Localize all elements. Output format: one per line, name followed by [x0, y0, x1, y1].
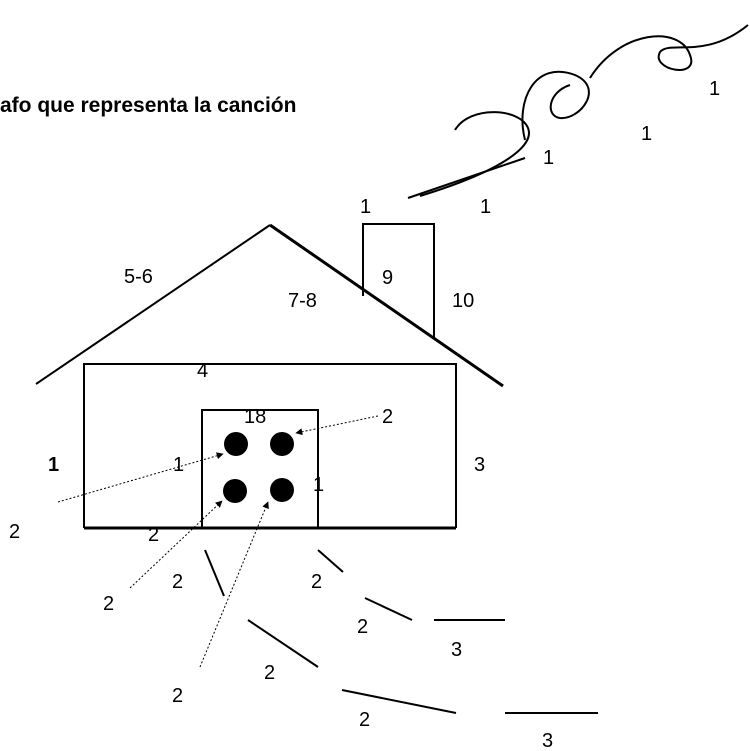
page-heading: afo que representa la canción — [0, 94, 297, 117]
label-smoke: 1 — [360, 196, 371, 218]
roof-left-line — [35, 224, 271, 385]
window-dot-bottom-right — [270, 478, 294, 502]
label-chimney-side: 10 — [452, 290, 474, 312]
label-right-wall: 3 — [474, 454, 485, 476]
label-ground: 2 — [148, 524, 159, 546]
path-segment — [341, 689, 457, 714]
window-dot-top-right — [270, 432, 294, 456]
label-chimney-inside: 9 — [382, 267, 393, 289]
label-smoke: 1 — [641, 123, 652, 145]
label-path: 2 — [264, 662, 275, 684]
label-path: 2 — [103, 593, 114, 615]
smoke-line — [407, 157, 526, 199]
smoke-loop — [521, 70, 590, 141]
label-window-left: 1 — [173, 454, 184, 476]
smoke-tail — [589, 24, 749, 79]
smoke-swirl — [419, 111, 530, 197]
label-wall-top: 4 — [197, 360, 208, 382]
label-path: 2 — [359, 709, 370, 731]
label-path: 2 — [172, 685, 183, 707]
arrow-upper-right — [295, 415, 379, 436]
label-arrow: 2 — [382, 406, 393, 428]
label-roof-right: 7-8 — [288, 290, 317, 312]
label-window-top: 18 — [244, 406, 266, 428]
label-arrow: 2 — [9, 521, 20, 543]
label-path: 2 — [311, 571, 322, 593]
label-roof-left: 5-6 — [124, 266, 153, 288]
window — [201, 409, 319, 529]
arrow-lower-left — [129, 500, 223, 589]
window-dot-bottom-left — [223, 479, 247, 503]
arrow-lower-center — [199, 501, 269, 668]
label-smoke: 1 — [480, 196, 491, 218]
arrow-left — [57, 452, 224, 503]
label-smoke: 1 — [709, 78, 720, 100]
label-smoke: 1 — [543, 147, 554, 169]
label-left-wall: 1 — [48, 454, 59, 476]
label-path: 2 — [172, 571, 183, 593]
house-walls — [83, 363, 457, 528]
path-segment — [317, 549, 344, 573]
window-dot-top-left — [224, 432, 248, 456]
chimney — [362, 223, 435, 338]
path-segment — [247, 619, 319, 668]
path-segment — [364, 597, 413, 621]
label-window-right: 1 — [313, 474, 324, 496]
roof-right-line — [269, 223, 504, 388]
label-path: 2 — [357, 616, 368, 638]
label-path: 3 — [542, 730, 553, 751]
label-path: 3 — [451, 639, 462, 661]
path-segment — [204, 549, 225, 597]
